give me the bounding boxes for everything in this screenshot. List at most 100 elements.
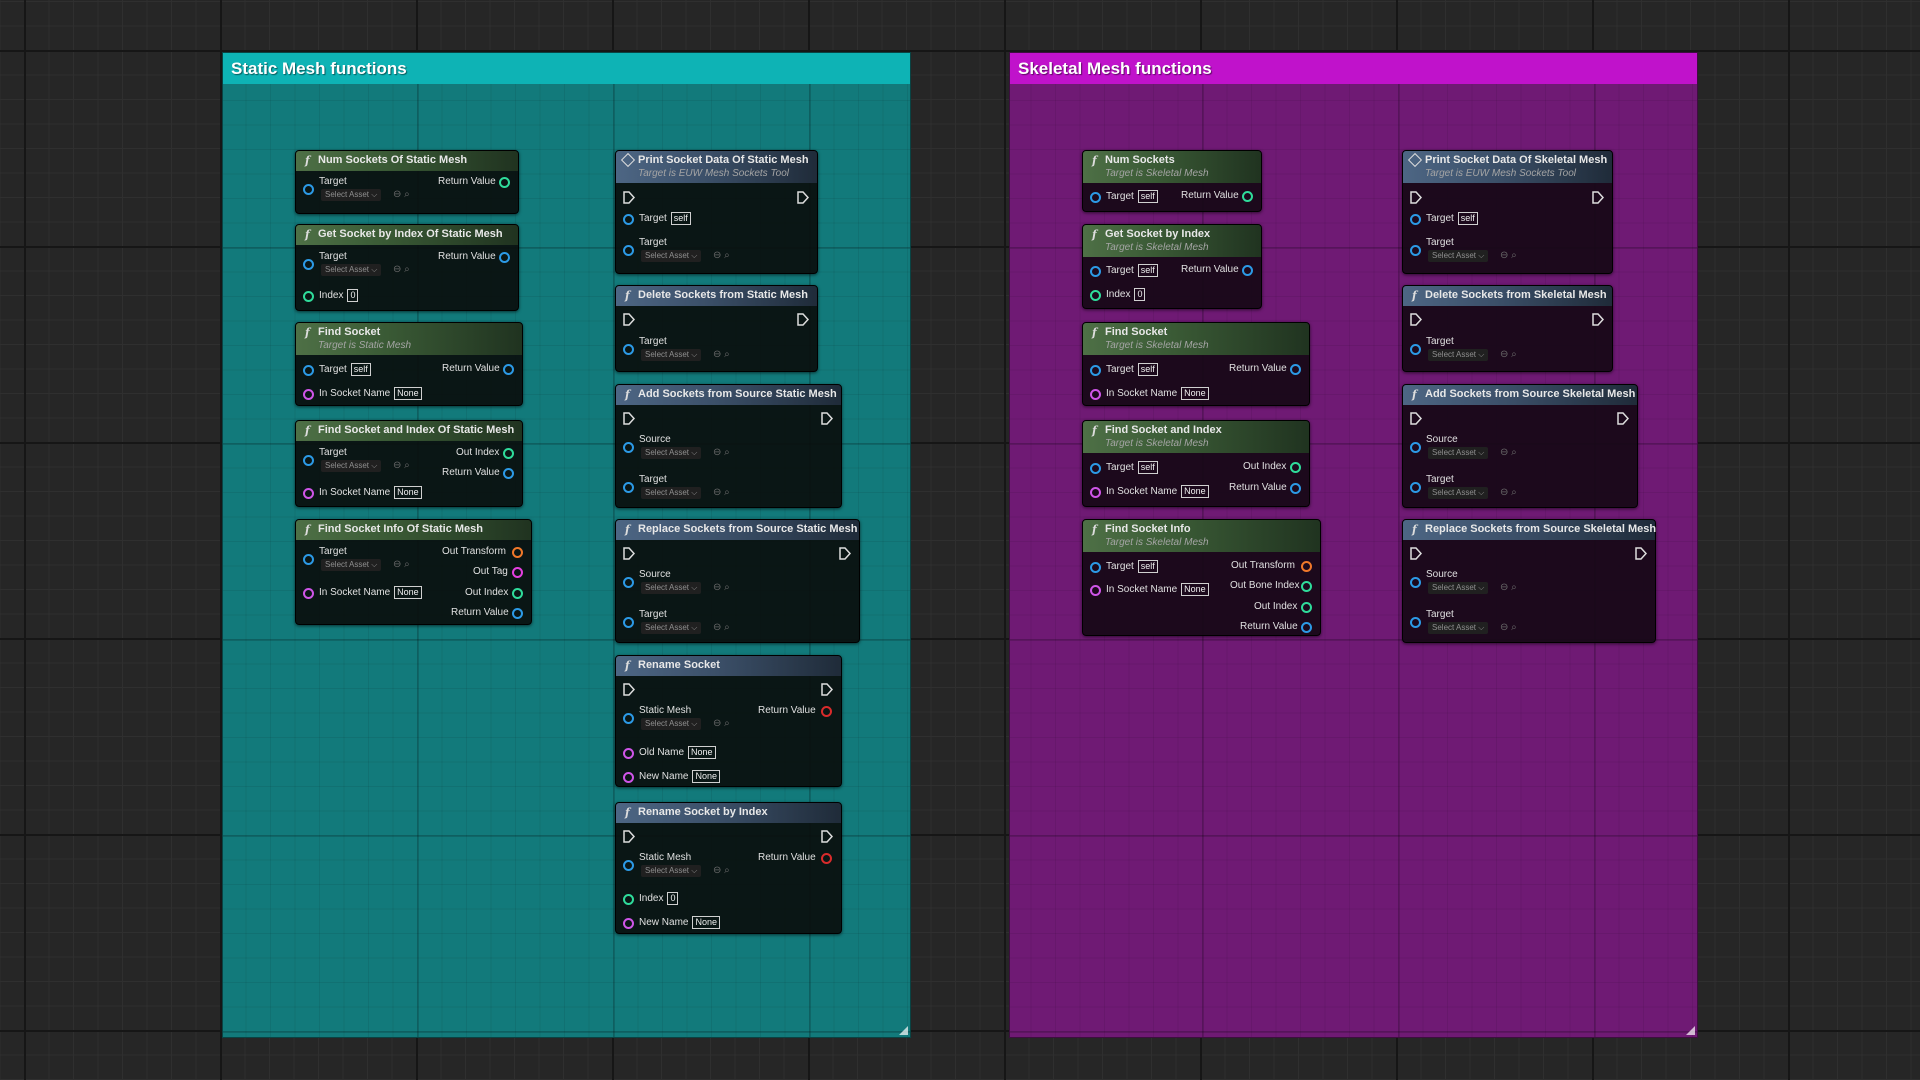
node-num-sockets-skeletal[interactable]: f Num Sockets Target is Skeletal Mesh Ta… bbox=[1082, 150, 1262, 212]
select-asset-dropdown[interactable]: Select Asset bbox=[1428, 250, 1488, 262]
in-socket-name-pin[interactable] bbox=[303, 588, 314, 599]
return-value-pin[interactable] bbox=[821, 853, 832, 864]
source-pin[interactable] bbox=[1410, 442, 1421, 453]
target-pin[interactable] bbox=[1410, 214, 1421, 225]
node-find-socket-info-static[interactable]: f Find Socket Info Of Static Mesh Target… bbox=[295, 519, 532, 625]
static-mesh-comment-box[interactable]: Static Mesh functions f Num Sockets Of S… bbox=[222, 52, 911, 1038]
target-pin[interactable] bbox=[1410, 344, 1421, 355]
socket-name-field[interactable]: None bbox=[1181, 583, 1209, 596]
target-pin[interactable] bbox=[303, 259, 314, 270]
old-name-field[interactable]: None bbox=[688, 746, 716, 759]
target-mesh-pin[interactable] bbox=[623, 245, 634, 256]
socket-name-field[interactable]: None bbox=[394, 486, 422, 499]
index-field[interactable]: 0 bbox=[1134, 288, 1145, 301]
new-name-pin[interactable] bbox=[623, 918, 634, 929]
node-replace-sockets-skeletal[interactable]: f Replace Sockets from Source Skeletal M… bbox=[1402, 519, 1656, 643]
node-rename-socket-static[interactable]: f Rename Socket Static Mesh Select Asset… bbox=[615, 655, 842, 787]
target-pin[interactable] bbox=[623, 214, 634, 225]
asset-browse-icons[interactable]: ⊖ ⌕ bbox=[393, 189, 410, 200]
select-asset-dropdown[interactable]: Select Asset bbox=[321, 559, 381, 571]
node-find-socket-skeletal[interactable]: f Find Socket Target is Skeletal Mesh Ta… bbox=[1082, 322, 1310, 406]
select-asset-dropdown[interactable]: Select Asset bbox=[641, 349, 701, 361]
asset-browse-icons[interactable]: ⊖ ⌕ bbox=[1500, 487, 1517, 498]
index-field[interactable]: 0 bbox=[667, 892, 678, 905]
out-index-pin[interactable] bbox=[1301, 602, 1312, 613]
select-asset-dropdown[interactable]: Select Asset bbox=[641, 622, 701, 634]
skeletal-mesh-comment-box[interactable]: Skeletal Mesh functions f Num Sockets Ta… bbox=[1009, 52, 1698, 1038]
in-socket-name-pin[interactable] bbox=[1090, 389, 1101, 400]
socket-name-field[interactable]: None bbox=[394, 586, 422, 599]
node-add-sockets-skeletal[interactable]: f Add Sockets from Source Skeletal Mesh … bbox=[1402, 384, 1638, 508]
node-delete-sockets-static[interactable]: f Delete Sockets from Static Mesh Target… bbox=[615, 285, 818, 372]
index-field[interactable]: 0 bbox=[347, 289, 358, 302]
index-pin[interactable] bbox=[1090, 290, 1101, 301]
node-find-socket-static[interactable]: f Find Socket Target is Static Mesh Targ… bbox=[295, 322, 523, 406]
return-value-pin[interactable] bbox=[503, 364, 514, 375]
self-field[interactable]: self bbox=[1138, 560, 1158, 573]
out-transform-pin[interactable] bbox=[1301, 561, 1312, 572]
target-pin[interactable] bbox=[1090, 562, 1101, 573]
asset-browse-icons[interactable]: ⊖ ⌕ bbox=[713, 622, 730, 633]
resize-grip-icon[interactable] bbox=[1685, 1025, 1695, 1035]
asset-browse-icons[interactable]: ⊖ ⌕ bbox=[713, 865, 730, 876]
comment-title[interactable]: Skeletal Mesh functions bbox=[1010, 53, 1697, 84]
out-transform-pin[interactable] bbox=[512, 547, 523, 558]
select-asset-dropdown[interactable]: Select Asset bbox=[641, 250, 701, 262]
target-pin[interactable] bbox=[1090, 365, 1101, 376]
target-pin[interactable] bbox=[303, 184, 314, 195]
node-find-socket-and-index-skeletal[interactable]: f Find Socket and Index Target is Skelet… bbox=[1082, 420, 1310, 507]
asset-browse-icons[interactable]: ⊖ ⌕ bbox=[393, 559, 410, 570]
asset-browse-icons[interactable]: ⊖ ⌕ bbox=[1500, 349, 1517, 360]
select-asset-dropdown[interactable]: Select Asset bbox=[1428, 582, 1488, 594]
comment-title[interactable]: Static Mesh functions bbox=[223, 53, 910, 84]
out-index-pin[interactable] bbox=[1290, 462, 1301, 473]
asset-browse-icons[interactable]: ⊖ ⌕ bbox=[713, 582, 730, 593]
target-pin[interactable] bbox=[1090, 463, 1101, 474]
select-asset-dropdown[interactable]: Select Asset bbox=[641, 447, 701, 459]
new-name-pin[interactable] bbox=[623, 772, 634, 783]
return-value-pin[interactable] bbox=[821, 706, 832, 717]
return-value-pin[interactable] bbox=[503, 468, 514, 479]
select-asset-dropdown[interactable]: Select Asset bbox=[641, 582, 701, 594]
self-field[interactable]: self bbox=[351, 363, 371, 376]
select-asset-dropdown[interactable]: Select Asset bbox=[641, 865, 701, 877]
self-field[interactable]: self bbox=[671, 212, 691, 225]
static-mesh-pin[interactable] bbox=[623, 713, 634, 724]
return-value-pin[interactable] bbox=[499, 252, 510, 263]
target-mesh-pin[interactable] bbox=[1410, 245, 1421, 256]
node-num-sockets-static[interactable]: f Num Sockets Of Static Mesh Target Sele… bbox=[295, 150, 519, 214]
socket-name-field[interactable]: None bbox=[1181, 485, 1209, 498]
asset-browse-icons[interactable]: ⊖ ⌕ bbox=[393, 460, 410, 471]
return-value-pin[interactable] bbox=[1290, 483, 1301, 494]
asset-browse-icons[interactable]: ⊖ ⌕ bbox=[713, 250, 730, 261]
asset-browse-icons[interactable]: ⊖ ⌕ bbox=[713, 718, 730, 729]
asset-browse-icons[interactable]: ⊖ ⌕ bbox=[393, 264, 410, 275]
target-pin[interactable] bbox=[1090, 266, 1101, 277]
target-pin[interactable] bbox=[303, 365, 314, 376]
asset-browse-icons[interactable]: ⊖ ⌕ bbox=[713, 487, 730, 498]
asset-browse-icons[interactable]: ⊖ ⌕ bbox=[1500, 582, 1517, 593]
select-asset-dropdown[interactable]: Select Asset bbox=[1428, 447, 1488, 459]
out-index-pin[interactable] bbox=[512, 588, 523, 599]
new-name-field[interactable]: None bbox=[692, 770, 720, 783]
node-print-socket-data-skeletal[interactable]: Print Socket Data Of Skeletal Mesh Targe… bbox=[1402, 150, 1613, 274]
target-pin[interactable] bbox=[303, 455, 314, 466]
target-pin[interactable] bbox=[1090, 192, 1101, 203]
return-value-pin[interactable] bbox=[499, 177, 510, 188]
node-replace-sockets-static[interactable]: f Replace Sockets from Source Static Mes… bbox=[615, 519, 860, 643]
self-field[interactable]: self bbox=[1138, 190, 1158, 203]
return-value-pin[interactable] bbox=[1290, 364, 1301, 375]
node-find-socket-and-index-static[interactable]: f Find Socket and Index Of Static Mesh T… bbox=[295, 420, 523, 507]
out-index-pin[interactable] bbox=[503, 448, 514, 459]
target-pin[interactable] bbox=[1410, 482, 1421, 493]
source-pin[interactable] bbox=[1410, 577, 1421, 588]
target-pin[interactable] bbox=[623, 617, 634, 628]
target-pin[interactable] bbox=[303, 554, 314, 565]
in-socket-name-pin[interactable] bbox=[303, 389, 314, 400]
socket-name-field[interactable]: None bbox=[1181, 387, 1209, 400]
return-value-pin[interactable] bbox=[1301, 622, 1312, 633]
source-pin[interactable] bbox=[623, 577, 634, 588]
asset-browse-icons[interactable]: ⊖ ⌕ bbox=[1500, 622, 1517, 633]
asset-browse-icons[interactable]: ⊖ ⌕ bbox=[713, 349, 730, 360]
index-pin[interactable] bbox=[303, 291, 314, 302]
